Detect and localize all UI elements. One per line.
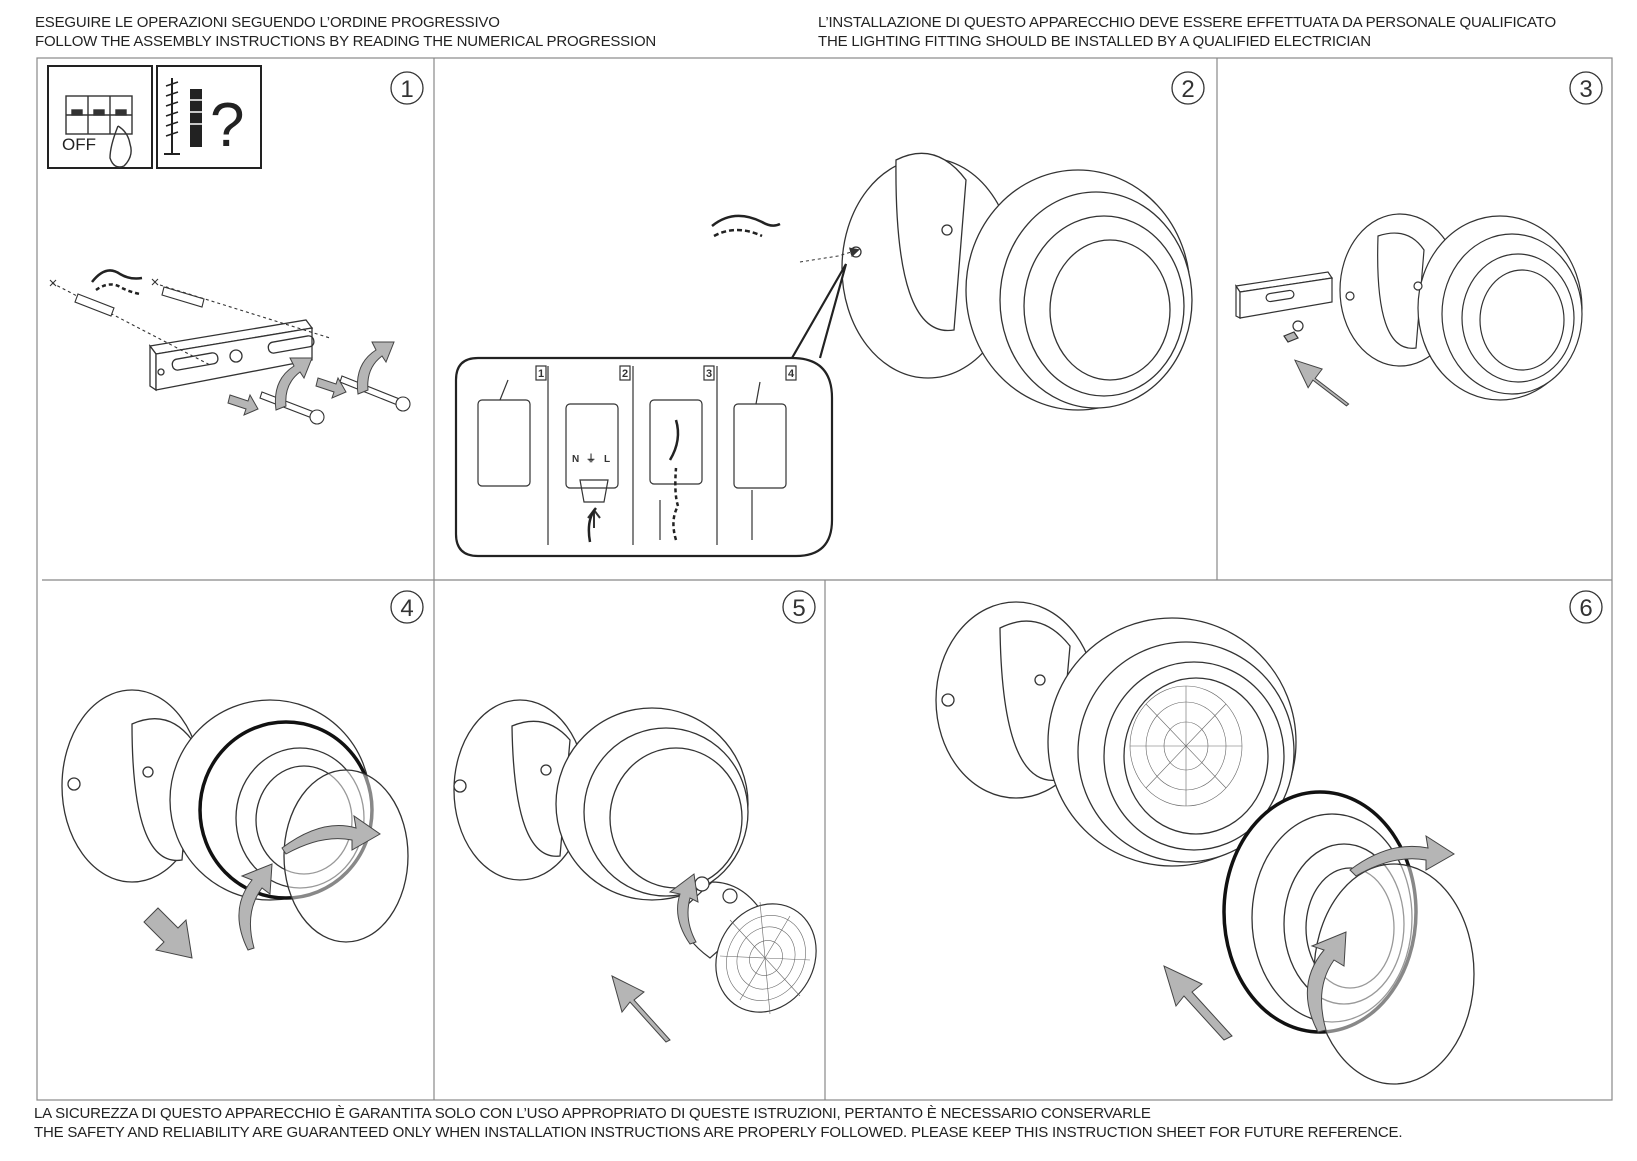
spotlight-fixture xyxy=(841,152,1193,411)
svg-text:N: N xyxy=(572,454,579,465)
svg-text:3: 3 xyxy=(706,368,712,380)
insert-arrow-step5 xyxy=(611,975,671,1043)
step-number-4: 4 xyxy=(390,590,424,624)
svg-text:5: 5 xyxy=(792,595,805,622)
svg-text:L: L xyxy=(604,454,610,465)
svg-text:1: 1 xyxy=(400,76,413,103)
gu10-lamp xyxy=(682,876,817,1015)
step-number-1: 1 xyxy=(390,71,424,105)
header-left-line1: ESEGUIRE LE OPERAZIONI SEGUENDO L’ORDINE… xyxy=(35,14,500,31)
push-arrow-step3 xyxy=(1293,359,1350,407)
cable xyxy=(91,269,143,296)
breaker-off-icon: OFF xyxy=(47,65,153,169)
wall-bracket xyxy=(148,319,315,392)
rotate-arrows-step6 xyxy=(1163,834,1455,1041)
header-right-line1: L’INSTALLAZIONE DI QUESTO APPARECCHIO DE… xyxy=(818,14,1556,31)
insert-arrows xyxy=(227,341,395,416)
wiring-callout: 1 2 3 4 N ⏚ L xyxy=(454,263,848,558)
fixture-step5 xyxy=(453,699,749,901)
header-right-line2: THE LIGHTING FITTING SHOULD BE INSTALLED… xyxy=(818,33,1371,50)
svg-text:1: 1 xyxy=(538,368,544,380)
fixture-step4 xyxy=(61,689,409,943)
header-right: L’INSTALLAZIONE DI QUESTO APPARECCHIO DE… xyxy=(818,13,1556,51)
svg-text:OFF: OFF xyxy=(62,135,96,154)
rotate-arrows-step4 xyxy=(143,814,381,959)
step-number-6: 6 xyxy=(1569,590,1603,624)
twist-arrow-step5 xyxy=(668,873,699,945)
screw-plug-icon: ? xyxy=(156,65,262,169)
cover-ring-step6 xyxy=(1222,790,1475,1085)
bracket-mount-step3 xyxy=(1234,213,1583,401)
footer-line1: LA SICUREZZA DI QUESTO APPARECCHIO È GAR… xyxy=(34,1105,1151,1122)
svg-text:6: 6 xyxy=(1579,595,1592,622)
screws xyxy=(259,375,411,425)
svg-text:2: 2 xyxy=(1181,76,1194,103)
step-number-5: 5 xyxy=(782,590,816,624)
header-left-line2: FOLLOW THE ASSEMBLY INSTRUCTIONS BY READ… xyxy=(35,33,657,50)
svg-text:?: ? xyxy=(210,91,244,160)
svg-text:2: 2 xyxy=(622,368,628,380)
svg-text:4: 4 xyxy=(400,595,413,622)
footer-line2: THE SAFETY AND RELIABILITY ARE GUARANTEE… xyxy=(34,1124,1403,1141)
footer: LA SICUREZZA DI QUESTO APPARECCHIO È GAR… xyxy=(34,1104,1403,1142)
wall-plugs xyxy=(49,278,331,366)
fixture-step6 xyxy=(935,601,1297,867)
svg-text:⏚: ⏚ xyxy=(586,453,596,465)
svg-text:3: 3 xyxy=(1579,76,1592,103)
svg-text:4: 4 xyxy=(788,368,795,380)
supply-cable xyxy=(711,214,860,263)
header-left: ESEGUIRE LE OPERAZIONI SEGUENDO L’ORDINE… xyxy=(35,13,656,51)
step-number-3: 3 xyxy=(1569,71,1603,105)
panel-grid xyxy=(36,57,1613,1101)
step-number-2: 2 xyxy=(1171,71,1205,105)
